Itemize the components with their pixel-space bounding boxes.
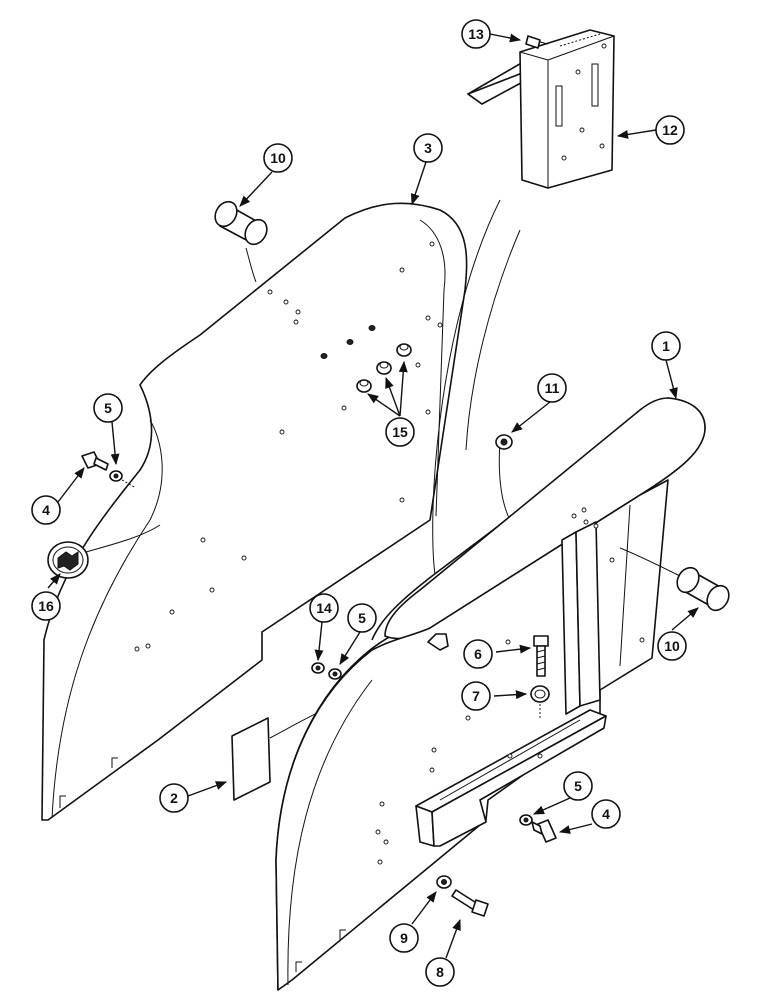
panel-part-3 bbox=[41, 202, 468, 821]
callout-5-right: 5 bbox=[563, 771, 593, 801]
callout-2-label: 2 bbox=[170, 790, 178, 806]
callout-14: 14 bbox=[309, 593, 339, 623]
callout-15: 15 bbox=[385, 417, 415, 447]
bolt-part-4-left bbox=[81, 451, 109, 471]
washer-part-9 bbox=[436, 875, 452, 889]
callout-13: 13 bbox=[461, 19, 491, 49]
callout-1: 1 bbox=[651, 331, 681, 361]
callout-14-label: 14 bbox=[316, 600, 332, 616]
callout-10-right-label: 10 bbox=[664, 638, 680, 654]
callout-7-label: 7 bbox=[472, 688, 480, 704]
curve-line bbox=[465, 229, 521, 451]
callout-9-label: 9 bbox=[400, 930, 408, 946]
callout-8: 8 bbox=[425, 957, 455, 987]
callout-5-middle-label: 5 bbox=[358, 610, 366, 626]
callout-9: 9 bbox=[389, 923, 419, 953]
emblem-part-16 bbox=[47, 524, 161, 579]
callout-11-label: 11 bbox=[545, 380, 560, 396]
washer-part-5-right bbox=[519, 814, 533, 826]
curve-line bbox=[432, 199, 501, 581]
callout-4-left-label: 4 bbox=[42, 502, 50, 518]
callout-3: 3 bbox=[413, 133, 443, 163]
callout-1-label: 1 bbox=[662, 338, 670, 354]
plug-part-15 bbox=[356, 343, 412, 393]
callout-15-label: 15 bbox=[392, 424, 408, 440]
callout-2: 2 bbox=[159, 783, 189, 813]
callout-5-left-label: 5 bbox=[104, 400, 112, 416]
callout-5-right-label: 5 bbox=[574, 778, 582, 794]
cushion-part-10-right bbox=[619, 547, 730, 612]
callout-4-right-label: 4 bbox=[602, 806, 610, 822]
callout-5-left: 5 bbox=[93, 393, 123, 423]
bolt-part-8 bbox=[451, 889, 489, 917]
callout-13-label: 13 bbox=[468, 26, 484, 42]
callout-4-left: 4 bbox=[31, 495, 61, 525]
washer-part-7 bbox=[530, 685, 550, 718]
callout-7: 7 bbox=[461, 681, 491, 711]
bolt-part-4-right bbox=[531, 819, 557, 843]
callout-6-label: 6 bbox=[474, 646, 482, 662]
callout-12-label: 12 bbox=[662, 122, 678, 138]
panel-part-1 bbox=[275, 397, 706, 991]
callout-8-label: 8 bbox=[436, 964, 444, 980]
callout-10-left: 10 bbox=[263, 143, 293, 173]
callout-10-left-label: 10 bbox=[270, 150, 286, 166]
bracket-part-12 bbox=[467, 29, 615, 189]
callout-10-right: 10 bbox=[657, 631, 687, 661]
callout-12: 12 bbox=[655, 115, 685, 145]
callout-16: 16 bbox=[31, 591, 61, 621]
screw-part-13 bbox=[525, 35, 549, 49]
cushion-part-10-left bbox=[214, 200, 268, 283]
callout-11: 11 bbox=[537, 373, 567, 403]
bolt-part-6 bbox=[533, 635, 549, 677]
callout-16-label: 16 bbox=[38, 598, 54, 614]
washer-part-5-left bbox=[109, 470, 137, 489]
leader-lines bbox=[47, 33, 699, 959]
decal-part-2 bbox=[231, 701, 345, 801]
washer-part-5-middle bbox=[328, 668, 342, 680]
callout-6: 6 bbox=[463, 639, 493, 669]
nut-part-14 bbox=[311, 662, 325, 674]
nut-part-11 bbox=[495, 434, 513, 450]
callout-5-middle: 5 bbox=[347, 603, 377, 633]
callout-4-right: 4 bbox=[591, 799, 621, 829]
callout-3-label: 3 bbox=[424, 140, 432, 156]
curve-line bbox=[498, 439, 511, 521]
